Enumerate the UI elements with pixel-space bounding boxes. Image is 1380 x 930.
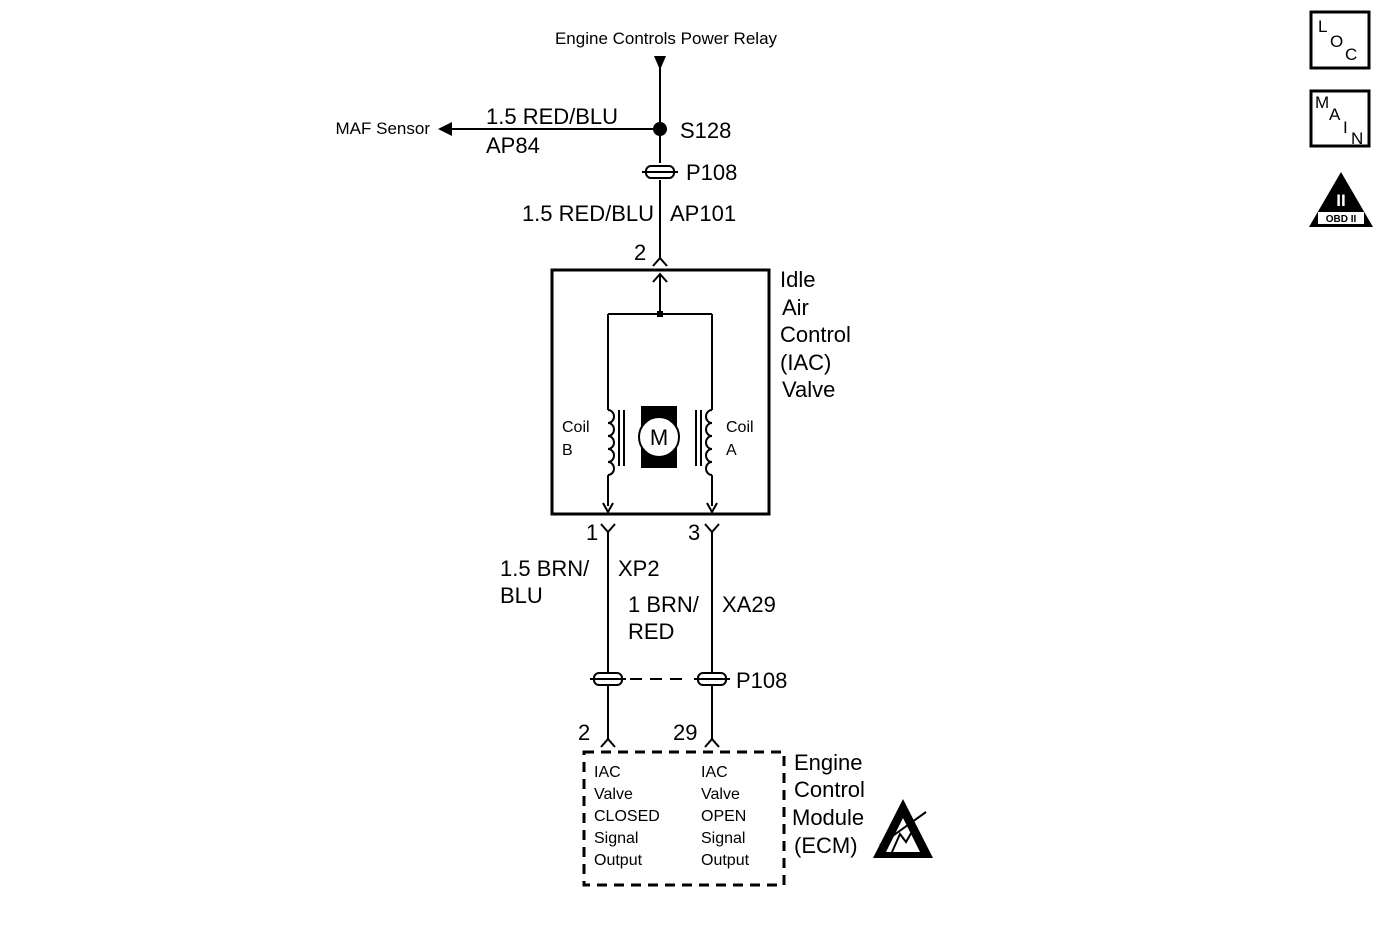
iac-title-4: (IAC) <box>780 350 831 375</box>
obd-ii-button[interactable]: II OBD II <box>1309 172 1373 227</box>
motor-label: M <box>650 425 668 450</box>
maf-wire-color: 1.5 RED/BLU <box>486 104 618 129</box>
coil-b-arrow <box>602 502 614 515</box>
iac-pin-3: 3 <box>688 520 700 545</box>
wire-xp2-color-2: BLU <box>500 583 543 608</box>
ecm-right-line-1: IAC <box>701 764 728 781</box>
iac-pin-2: 2 <box>634 240 646 265</box>
iac-pin-2-symbol <box>652 256 668 267</box>
maf-arrow <box>438 122 452 136</box>
iac-internal-arrow <box>652 272 668 283</box>
wire-xa29-circuit: XA29 <box>722 592 776 617</box>
loc-letter-l: L <box>1318 17 1327 36</box>
ecm-right-line-3: OPEN <box>701 808 746 825</box>
maf-wire-circuit: AP84 <box>486 133 540 158</box>
obd-numeral: II <box>1336 191 1345 210</box>
main-letter-n: N <box>1351 129 1363 148</box>
ecm-box <box>582 750 786 887</box>
ecm-pin-29: 29 <box>673 720 697 745</box>
ecm-right-line-5: Output <box>701 852 750 869</box>
power-relay-arrow <box>654 56 666 70</box>
ecm-left-line-3: CLOSED <box>594 808 660 825</box>
connector-p108-top-label: P108 <box>686 160 737 185</box>
ecm-left-line-4: Signal <box>594 830 638 847</box>
ecm-right-line-2: Valve <box>701 786 740 803</box>
coil-b-winding <box>607 409 615 476</box>
wire-ap101-color: 1.5 RED/BLU <box>522 201 654 226</box>
motor-icon <box>638 406 680 468</box>
ecm-right-line-4: Signal <box>701 830 745 847</box>
iac-pin-1: 1 <box>586 520 598 545</box>
coil-b-label-1: Coil <box>562 419 590 436</box>
connector-p108-bottom <box>590 672 730 686</box>
main-letter-a: A <box>1329 105 1341 124</box>
ecm-left-line-1: IAC <box>594 764 621 781</box>
ecm-pin-2-symbol <box>600 737 616 748</box>
coil-a-winding <box>705 409 713 476</box>
splice-label: S128 <box>680 118 731 143</box>
connector-p108-top <box>642 165 678 179</box>
obd-text: OBD II <box>1326 214 1357 225</box>
main-letter-m: M <box>1315 93 1329 112</box>
loc-letter-c: C <box>1345 45 1357 64</box>
ecm-left-line-2: Valve <box>594 786 633 803</box>
ecm-title-3: Module <box>792 805 864 830</box>
coil-a-arrow <box>706 502 718 515</box>
wire-xa29-color-2: RED <box>628 619 674 644</box>
coil-b-label-2: B <box>562 442 573 459</box>
coil-a-label-2: A <box>726 442 737 459</box>
wire-xa29-color-1: 1 BRN/ <box>628 592 700 617</box>
wire-ap101-circuit: AP101 <box>670 201 736 226</box>
wire-xp2-circuit: XP2 <box>618 556 660 581</box>
iac-title-1: Idle <box>780 267 815 292</box>
engine-controls-power-relay-label: Engine Controls Power Relay <box>555 29 778 48</box>
main-letter-i: I <box>1343 118 1348 137</box>
loc-letter-o: O <box>1330 32 1343 51</box>
coil-a-label-1: Coil <box>726 419 754 436</box>
main-button[interactable]: M A I N <box>1309 89 1371 148</box>
esd-warning-icon <box>873 799 933 858</box>
ecm-pin-2: 2 <box>578 720 590 745</box>
ecm-title-2: Control <box>794 777 865 802</box>
iac-title-2: Air <box>782 295 809 320</box>
ecm-title-1: Engine <box>794 750 863 775</box>
ecm-pin-29-symbol <box>704 737 720 748</box>
iac-pin-3-symbol <box>704 523 720 534</box>
ecm-title-4: (ECM) <box>794 833 858 858</box>
loc-button[interactable]: L O C <box>1309 10 1371 70</box>
maf-sensor-label: MAF Sensor <box>336 119 431 138</box>
ecm-left-line-5: Output <box>594 852 643 869</box>
iac-title-3: Control <box>780 322 851 347</box>
connector-p108-bottom-label: P108 <box>736 668 787 693</box>
iac-title-5: Valve <box>782 377 835 402</box>
iac-valve-box <box>550 268 771 516</box>
wire-xp2-color-1: 1.5 BRN/ <box>500 556 590 581</box>
iac-pin-1-symbol <box>600 523 616 534</box>
